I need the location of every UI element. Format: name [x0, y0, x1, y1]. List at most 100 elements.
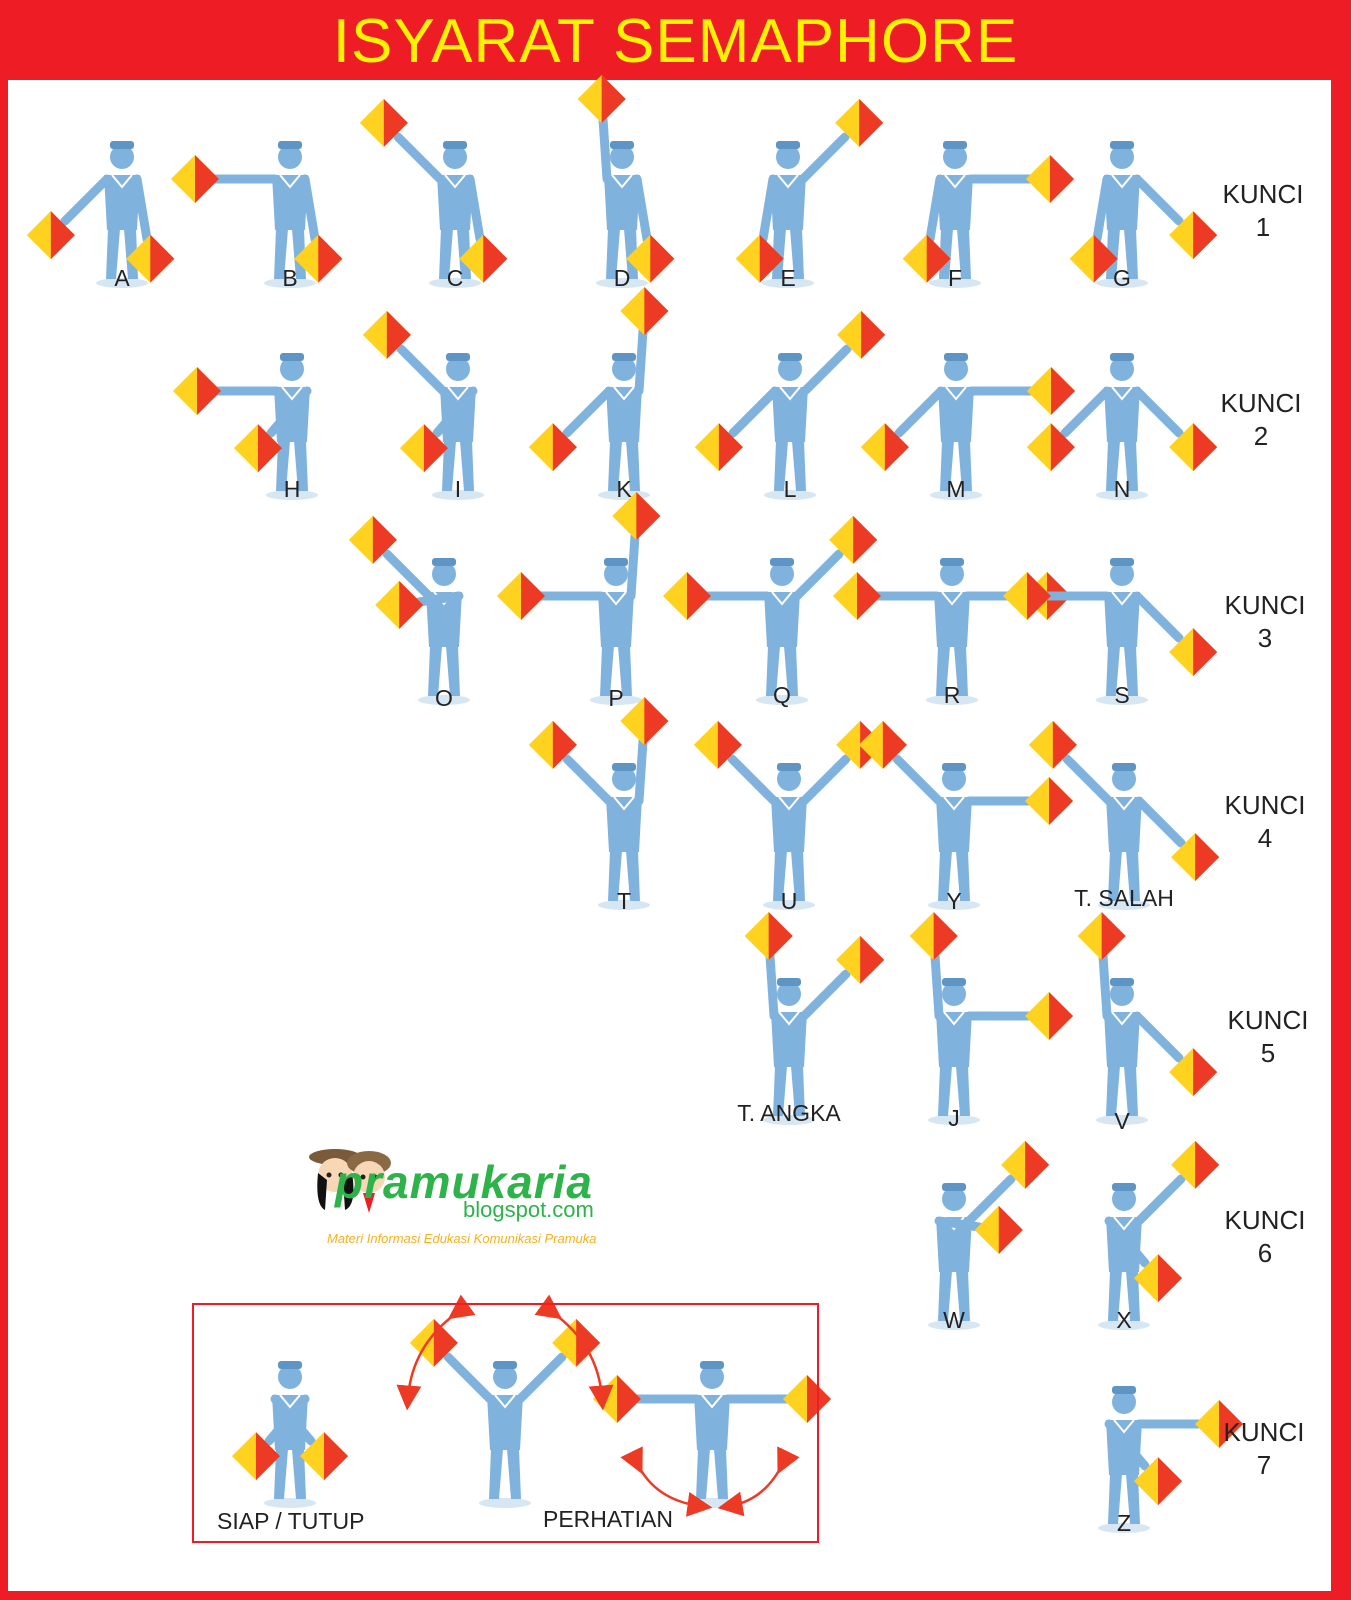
wave-arrow-left: [396, 1294, 476, 1411]
semaphore-figure-d: [577, 75, 675, 288]
signal-label-t-salah: T. SALAH: [1074, 885, 1174, 911]
semaphore-figure-i-left-flag: [362, 310, 411, 359]
signal-label-f: F: [947, 265, 963, 291]
semaphore-figure-v: [1077, 912, 1218, 1125]
semaphore-figure-c: [359, 98, 508, 288]
semaphore-figure-h-left-flag: [172, 366, 222, 416]
semaphore-figure-t-angka-right-flag: [836, 935, 885, 984]
semaphore-figure-u: [693, 720, 885, 910]
semaphore-figure-b-right-flag: [294, 234, 343, 283]
signal-label-e: E: [780, 265, 796, 291]
semaphore-figure-j-right-flag: [1024, 991, 1074, 1041]
semaphore-figure-t-left-flag: [528, 720, 577, 769]
semaphore-figure-j-left-flag: [909, 912, 958, 961]
semaphore-figure-o-left-flag: [348, 515, 397, 564]
semaphore-figure-a-right-flag: [126, 234, 175, 283]
siap-tutup-label: SIAP / TUTUP: [217, 1508, 365, 1534]
wave-arrow-bottom-left: [620, 1446, 713, 1517]
semaphore-figure-h-right-flag: [233, 424, 283, 473]
semaphore-figure-l-right-flag: [837, 310, 886, 359]
signal-label-x: X: [1116, 1307, 1132, 1333]
signal-label-t: T: [616, 888, 632, 914]
signal-label-d: D: [613, 265, 631, 291]
semaphore-figure-l-left-flag: [694, 423, 743, 472]
pramukaria-logo: pramukaria blogspot.com Materi Informasi…: [305, 1135, 645, 1250]
ready-attention-box: [192, 1303, 819, 1543]
semaphore-figure-j: [909, 912, 1074, 1125]
signal-label-i: I: [454, 476, 462, 502]
semaphore-figure-r-left-flag: [832, 571, 882, 621]
semaphore-figure-i: [362, 310, 484, 500]
signal-label-q: Q: [773, 682, 791, 708]
signal-label-p: P: [608, 685, 624, 711]
semaphore-figure-u-left-flag: [693, 720, 742, 769]
semaphore-figure-e-left-flag: [735, 234, 784, 283]
logo-name: pramukaria: [335, 1156, 594, 1208]
wave-arrow-right: [534, 1294, 614, 1411]
wave-arrow-bottom-right: [717, 1446, 800, 1517]
semaphore-figure-e-right-flag: [835, 98, 884, 147]
semaphore-figure-k-left-flag: [528, 423, 577, 472]
signal-label-l: L: [783, 476, 797, 502]
signal-label-c: C: [446, 265, 464, 291]
signal-label-h: H: [283, 476, 301, 502]
semaphore-figure-w: [928, 1140, 1050, 1330]
semaphore-figure-m-left-flag: [860, 423, 909, 472]
page-title: ISYARAT SEMAPHORE: [332, 6, 1019, 76]
semaphore-figure-p: [496, 492, 661, 705]
signal-label-j: J: [948, 1105, 960, 1131]
semaphore-figure-y-left-flag: [858, 720, 907, 769]
semaphore-figure-t-angka: [744, 912, 885, 1125]
semaphore-figure-t-salah: [1028, 720, 1220, 910]
perhatian-arrows: [396, 1294, 800, 1517]
semaphore-figure-q-right-flag: [829, 515, 878, 564]
title-bar: ISYARAT SEMAPHORE: [0, 0, 1351, 82]
semaphore-figure-v-left-flag: [1077, 912, 1126, 961]
semaphore-figure-b-left-flag: [170, 154, 220, 204]
semaphore-figure-o: [348, 515, 470, 705]
semaphore-figure-k: [528, 287, 669, 500]
semaphore-figure-a: [26, 141, 175, 288]
semaphore-figure-t-right-flag: [620, 697, 669, 746]
semaphore-figure-h: [172, 353, 318, 500]
semaphore-figure-e: [735, 98, 884, 288]
signal-label-y: Y: [946, 888, 962, 914]
signal-label-a: A: [114, 265, 130, 291]
signal-label-z: Z: [1116, 1510, 1132, 1536]
signal-label-k: K: [616, 476, 632, 502]
semaphore-figure-p-left-flag: [496, 571, 546, 621]
scout-kids-icon: [309, 1149, 391, 1213]
semaphore-figure-f-left-flag: [902, 234, 951, 283]
signal-label-t-angka: T. ANGKA: [737, 1100, 841, 1126]
semaphore-figure-l: [694, 310, 886, 500]
semaphore-figure-o-right-flag: [375, 580, 424, 630]
semaphore-figure-c-left-flag: [359, 98, 408, 147]
signal-label-g: G: [1113, 265, 1131, 291]
semaphore-figure-k-right-flag: [620, 287, 669, 336]
perhatian-label: PERHATIAN: [543, 1506, 673, 1532]
signal-label-o: O: [435, 685, 453, 711]
semaphore-figure-q: [662, 515, 878, 705]
semaphore-figure-m-right-flag: [1026, 366, 1076, 416]
signal-label-w: W: [943, 1307, 965, 1333]
signal-label-m: M: [946, 476, 966, 502]
signal-label-b: B: [282, 265, 298, 291]
semaphore-figure-i-right-flag: [399, 424, 449, 473]
semaphore-figure-y-right-flag: [1024, 776, 1074, 826]
signal-label-n: N: [1113, 476, 1131, 502]
semaphore-figure-q-left-flag: [662, 571, 712, 621]
logo-domain: blogspot.com: [463, 1197, 594, 1222]
semaphore-figure-d-left-flag: [577, 75, 626, 124]
signal-label-v: V: [1114, 1108, 1130, 1134]
semaphore-figure-c-right-flag: [459, 234, 508, 283]
semaphore-figure-t: [528, 697, 669, 910]
semaphore-figure-t-angka-left-flag: [744, 912, 793, 961]
